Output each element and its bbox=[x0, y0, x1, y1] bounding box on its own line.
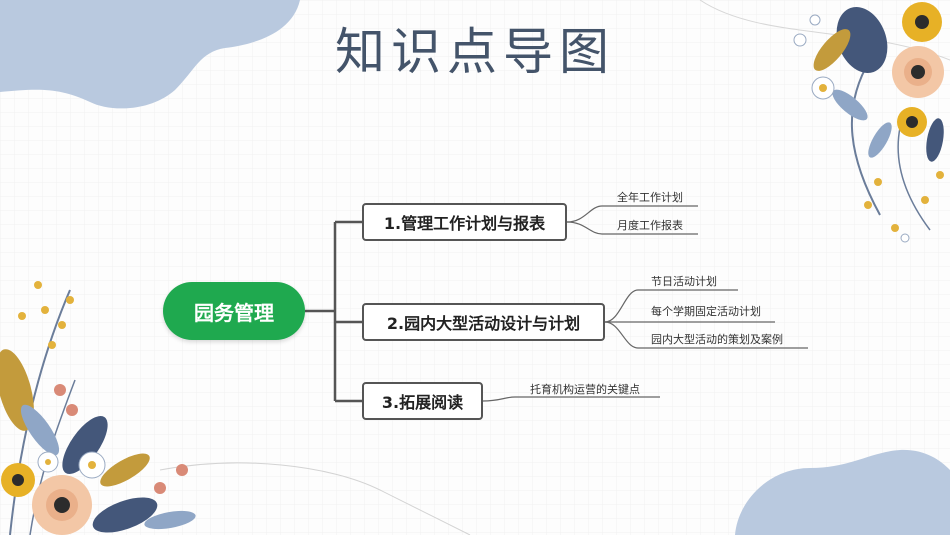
leaf-node: 全年工作计划 bbox=[617, 191, 683, 204]
top-left-blob bbox=[0, 0, 300, 109]
mindmap-connectors bbox=[305, 220, 362, 403]
bottom-left-floral-decoration bbox=[0, 281, 196, 535]
bottom-line-swirl bbox=[159, 462, 471, 535]
branch-node-2: 2.园内大型活动设计与计划 bbox=[362, 303, 605, 341]
branch-node-1: 1.管理工作计划与报表 bbox=[362, 203, 567, 241]
top-right-floral-decoration bbox=[793, 2, 944, 243]
leaf-node: 园内大型活动的策划及案例 bbox=[651, 333, 783, 346]
leaf-node: 月度工作报表 bbox=[617, 219, 683, 232]
leaf-node: 每个学期固定活动计划 bbox=[651, 305, 761, 318]
leaf-node: 托育机构运营的关键点 bbox=[530, 383, 640, 396]
page-title: 知识点导图 bbox=[335, 23, 615, 81]
leaf-node: 节日活动计划 bbox=[651, 275, 717, 288]
branch-node-3: 3.拓展阅读 bbox=[362, 382, 483, 420]
mindmap-root-node: 园务管理 bbox=[163, 282, 305, 340]
leaf-connectors bbox=[482, 205, 808, 402]
bottom-right-blob bbox=[735, 449, 950, 535]
